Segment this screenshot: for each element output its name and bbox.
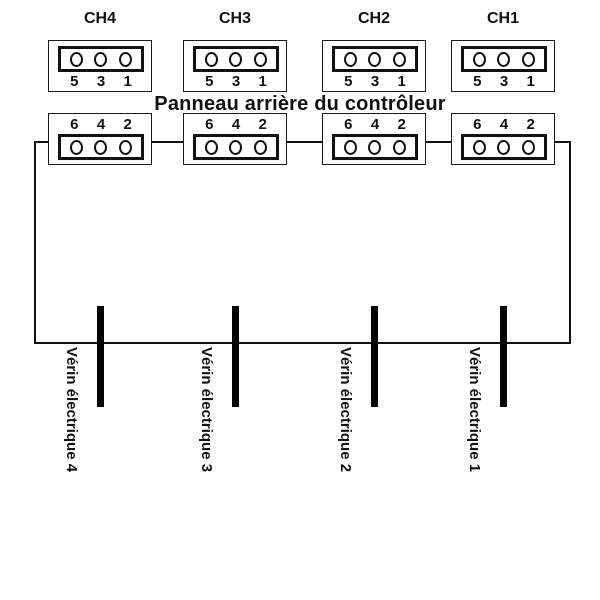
actuator-label-ch2: Vérin électrique 2 bbox=[337, 347, 354, 473]
pin-number-ch4-3: 3 bbox=[96, 73, 106, 90]
cable-ch1 bbox=[500, 306, 507, 407]
pin-hole-ch3-1[interactable] bbox=[254, 51, 268, 67]
pin-number-ch2-2: 2 bbox=[397, 116, 406, 133]
pin-hole-ch2-4[interactable] bbox=[368, 139, 382, 155]
pin-number-ch3-3: 3 bbox=[231, 73, 241, 90]
pin-number-ch3-6: 6 bbox=[205, 116, 214, 133]
pin-number-ch1-6: 6 bbox=[473, 116, 482, 133]
pin-number-ch3-1: 1 bbox=[258, 73, 267, 90]
pin-number-ch3-4: 4 bbox=[231, 116, 241, 133]
channel-label-ch1: CH1 bbox=[486, 10, 519, 27]
pin-hole-ch2-3[interactable] bbox=[368, 51, 382, 67]
pin-hole-ch4-1[interactable] bbox=[119, 51, 133, 67]
pin-hole-ch4-2[interactable] bbox=[119, 139, 133, 155]
pin-number-ch4-5: 5 bbox=[70, 73, 79, 90]
pin-number-ch1-4: 4 bbox=[499, 116, 509, 133]
pin-number-ch3-2: 2 bbox=[258, 116, 267, 133]
pin-number-ch1-5: 5 bbox=[473, 73, 482, 90]
pin-hole-ch3-2[interactable] bbox=[254, 139, 268, 155]
cable-ch2 bbox=[371, 306, 378, 407]
pin-hole-ch1-1[interactable] bbox=[522, 51, 536, 67]
pin-hole-ch2-2[interactable] bbox=[393, 139, 407, 155]
pin-hole-ch2-1[interactable] bbox=[393, 51, 407, 67]
pin-number-ch4-4: 4 bbox=[96, 116, 106, 133]
pin-hole-ch3-6[interactable] bbox=[204, 139, 218, 155]
pin-hole-ch3-4[interactable] bbox=[229, 139, 243, 155]
pin-number-ch4-2: 2 bbox=[123, 116, 132, 133]
actuator-label-ch4: Vérin électrique 4 bbox=[63, 347, 80, 473]
pin-hole-ch1-2[interactable] bbox=[522, 139, 536, 155]
pin-hole-ch4-5[interactable] bbox=[69, 51, 83, 67]
socket-bottom-ch1 bbox=[461, 134, 547, 160]
pin-hole-ch1-6[interactable] bbox=[472, 139, 486, 155]
channel-label-ch4: CH4 bbox=[83, 10, 116, 27]
pin-hole-ch3-3[interactable] bbox=[229, 51, 243, 67]
actuator-label-ch3: Vérin électrique 3 bbox=[198, 347, 215, 473]
pin-hole-ch1-3[interactable] bbox=[497, 51, 511, 67]
pin-number-ch2-3: 3 bbox=[370, 73, 380, 90]
pin-number-ch1-2: 2 bbox=[526, 116, 535, 133]
controller-rear-panel bbox=[34, 141, 571, 344]
pin-hole-ch2-6[interactable] bbox=[343, 139, 357, 155]
pin-number-ch3-5: 5 bbox=[205, 73, 214, 90]
cable-ch4 bbox=[97, 306, 104, 407]
pin-number-ch1-1: 1 bbox=[526, 73, 535, 90]
pin-hole-ch2-5[interactable] bbox=[343, 51, 357, 67]
pin-number-ch2-1: 1 bbox=[397, 73, 406, 90]
pin-number-ch4-6: 6 bbox=[70, 116, 79, 133]
pin-number-ch2-5: 5 bbox=[344, 73, 353, 90]
channel-label-ch3: CH3 bbox=[218, 10, 251, 27]
socket-top-ch4 bbox=[58, 46, 144, 72]
pin-hole-ch4-4[interactable] bbox=[94, 139, 108, 155]
socket-top-ch1 bbox=[461, 46, 547, 72]
socket-bottom-ch2 bbox=[332, 134, 418, 160]
pin-hole-ch4-6[interactable] bbox=[69, 139, 83, 155]
pin-number-ch2-6: 6 bbox=[344, 116, 353, 133]
pin-number-ch2-4: 4 bbox=[370, 116, 380, 133]
socket-top-ch3 bbox=[193, 46, 279, 72]
cable-ch3 bbox=[232, 306, 239, 407]
pin-hole-ch4-3[interactable] bbox=[94, 51, 108, 67]
channel-label-ch2: CH2 bbox=[357, 10, 390, 27]
pin-number-ch4-1: 1 bbox=[123, 73, 132, 90]
socket-bottom-ch3 bbox=[193, 134, 279, 160]
actuator-label-ch1: Vérin électrique 1 bbox=[466, 347, 483, 473]
pin-number-ch1-3: 3 bbox=[499, 73, 509, 90]
socket-top-ch2 bbox=[332, 46, 418, 72]
pin-hole-ch3-5[interactable] bbox=[204, 51, 218, 67]
pin-hole-ch1-4[interactable] bbox=[497, 139, 511, 155]
diagram-title: Panneau arrière du contrôleur bbox=[154, 93, 446, 115]
pin-hole-ch1-5[interactable] bbox=[472, 51, 486, 67]
socket-bottom-ch4 bbox=[58, 134, 144, 160]
